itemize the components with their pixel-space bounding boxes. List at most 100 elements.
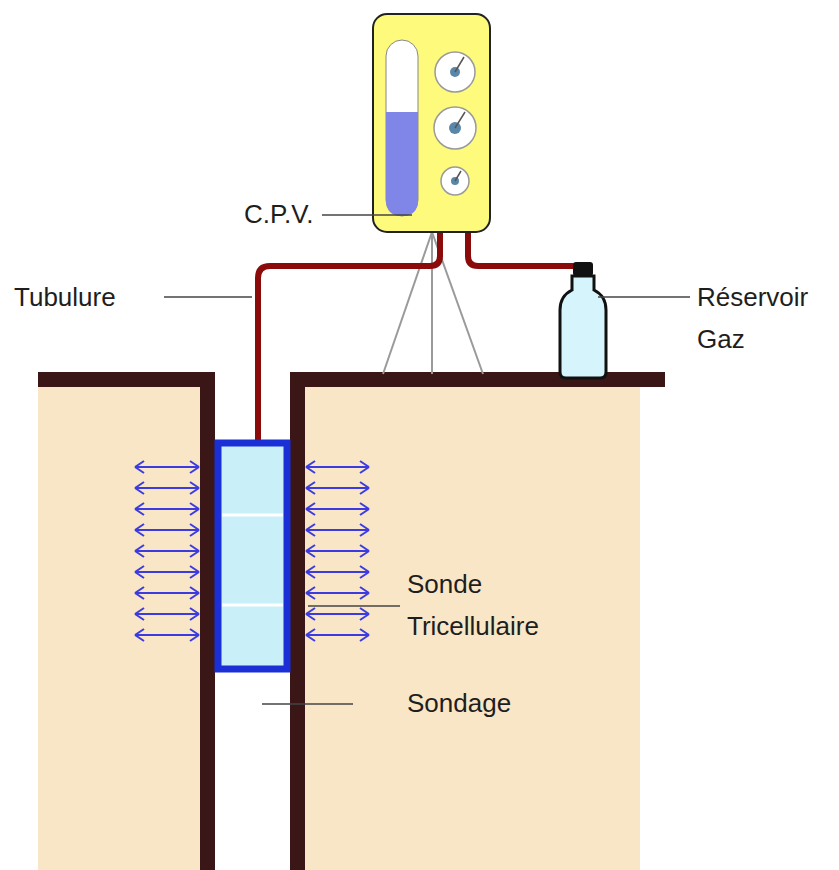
pressure-arrow (190, 509, 199, 515)
pressure-arrow (135, 529, 199, 531)
pressure-arrow (306, 566, 315, 572)
pressure-arrow (190, 530, 199, 536)
pressure-arrow (135, 487, 199, 489)
pressure-arrow (135, 566, 144, 572)
pressure-arrow (306, 613, 369, 615)
pressure-arrow (135, 509, 144, 515)
pressure-arrow (360, 503, 369, 509)
pressure-arrow (135, 524, 144, 530)
pressure-arrow (306, 551, 315, 557)
pressure-arrow (306, 634, 369, 636)
pressure-arrow (135, 482, 144, 488)
pressure-arrow (306, 530, 315, 536)
pressure-arrow (190, 524, 199, 530)
pressure-arrow (306, 503, 315, 509)
pressure-arrow (190, 467, 199, 473)
pressure-arrow (306, 467, 315, 473)
pressure-arrow (360, 530, 369, 536)
pressure-arrow (360, 551, 369, 557)
part-label: Sonde Tricellulaire (407, 563, 582, 647)
pressure-arrow (306, 466, 369, 468)
pressure-arrow (360, 587, 369, 593)
pressure-arrow (135, 467, 144, 473)
part-label: Tubulure (14, 276, 164, 318)
pressure-arrow (135, 530, 144, 536)
probe (218, 443, 287, 669)
pressure-arrow (306, 608, 315, 614)
tubing (468, 228, 581, 274)
pressure-arrow (190, 461, 199, 467)
part-label: Sondage (407, 682, 547, 724)
pressure-arrow (306, 509, 315, 515)
pressure-arrow (360, 572, 369, 578)
ground-surface (290, 372, 665, 387)
pressure-arrow (360, 629, 369, 635)
pressure-arrow (190, 551, 199, 557)
pressure-arrow (190, 488, 199, 494)
borehole-wall (290, 372, 305, 870)
pressure-arrow (306, 572, 315, 578)
pressure-arrow (190, 608, 199, 614)
borehole-wall (200, 372, 215, 870)
pressure-arrow (360, 488, 369, 494)
pressure-arrow (306, 529, 369, 531)
gas-bottle (560, 262, 606, 378)
pressure-arrow (135, 634, 199, 636)
pressure-arrow (360, 509, 369, 515)
pressure-arrow (190, 629, 199, 635)
pressure-arrow (360, 608, 369, 614)
pressure-arrow (306, 487, 369, 489)
pressure-arrow (135, 508, 199, 510)
pressure-arrow (190, 503, 199, 509)
part-label: C.P.V. (244, 193, 364, 235)
pressure-arrow (135, 613, 199, 615)
pressure-arrow (306, 482, 315, 488)
pressure-arrow (360, 566, 369, 572)
pressure-arrow (135, 551, 144, 557)
control-unit (373, 14, 490, 232)
pressure-arrow (190, 635, 199, 641)
pressure-arrow (190, 572, 199, 578)
pressure-arrow (135, 545, 144, 551)
pressure-arrow (306, 550, 369, 552)
pressure-arrow (190, 545, 199, 551)
soil (38, 385, 203, 870)
pressure-arrow (306, 629, 315, 635)
pressure-arrow (135, 587, 144, 593)
pressure-arrow (306, 508, 369, 510)
pressure-arrow (190, 566, 199, 572)
pressure-arrow (306, 635, 315, 641)
pressure-arrow (360, 482, 369, 488)
pressure-arrow (190, 614, 199, 620)
pressure-arrow (135, 571, 199, 573)
pressure-arrow (135, 635, 144, 641)
pressure-arrow (306, 593, 315, 599)
pressure-arrow (135, 592, 199, 594)
leader-lines (164, 215, 690, 704)
pressure-arrow (135, 461, 144, 467)
pressure-arrow (135, 572, 144, 578)
pressure-arrow (135, 488, 144, 494)
pressure-arrow (135, 503, 144, 509)
pressure-arrow (135, 614, 144, 620)
pressure-arrow (190, 482, 199, 488)
ground-surface (38, 372, 215, 387)
pressure-arrow (135, 629, 144, 635)
pressure-arrow (306, 461, 315, 467)
pressure-arrow (306, 488, 315, 494)
pressure-arrow (360, 614, 369, 620)
pressure-arrow (360, 635, 369, 641)
pressure-arrow (135, 550, 199, 552)
soil (303, 385, 640, 870)
pressure-arrow (306, 524, 315, 530)
pressure-arrow (135, 466, 199, 468)
pressure-arrow (360, 545, 369, 551)
pressure-arrow (306, 587, 315, 593)
pressure-arrow (360, 467, 369, 473)
pressure-arrow (306, 614, 315, 620)
pressure-arrow (135, 593, 144, 599)
pressure-arrow (360, 461, 369, 467)
pressure-arrow (135, 608, 144, 614)
pressure-arrow (190, 587, 199, 593)
